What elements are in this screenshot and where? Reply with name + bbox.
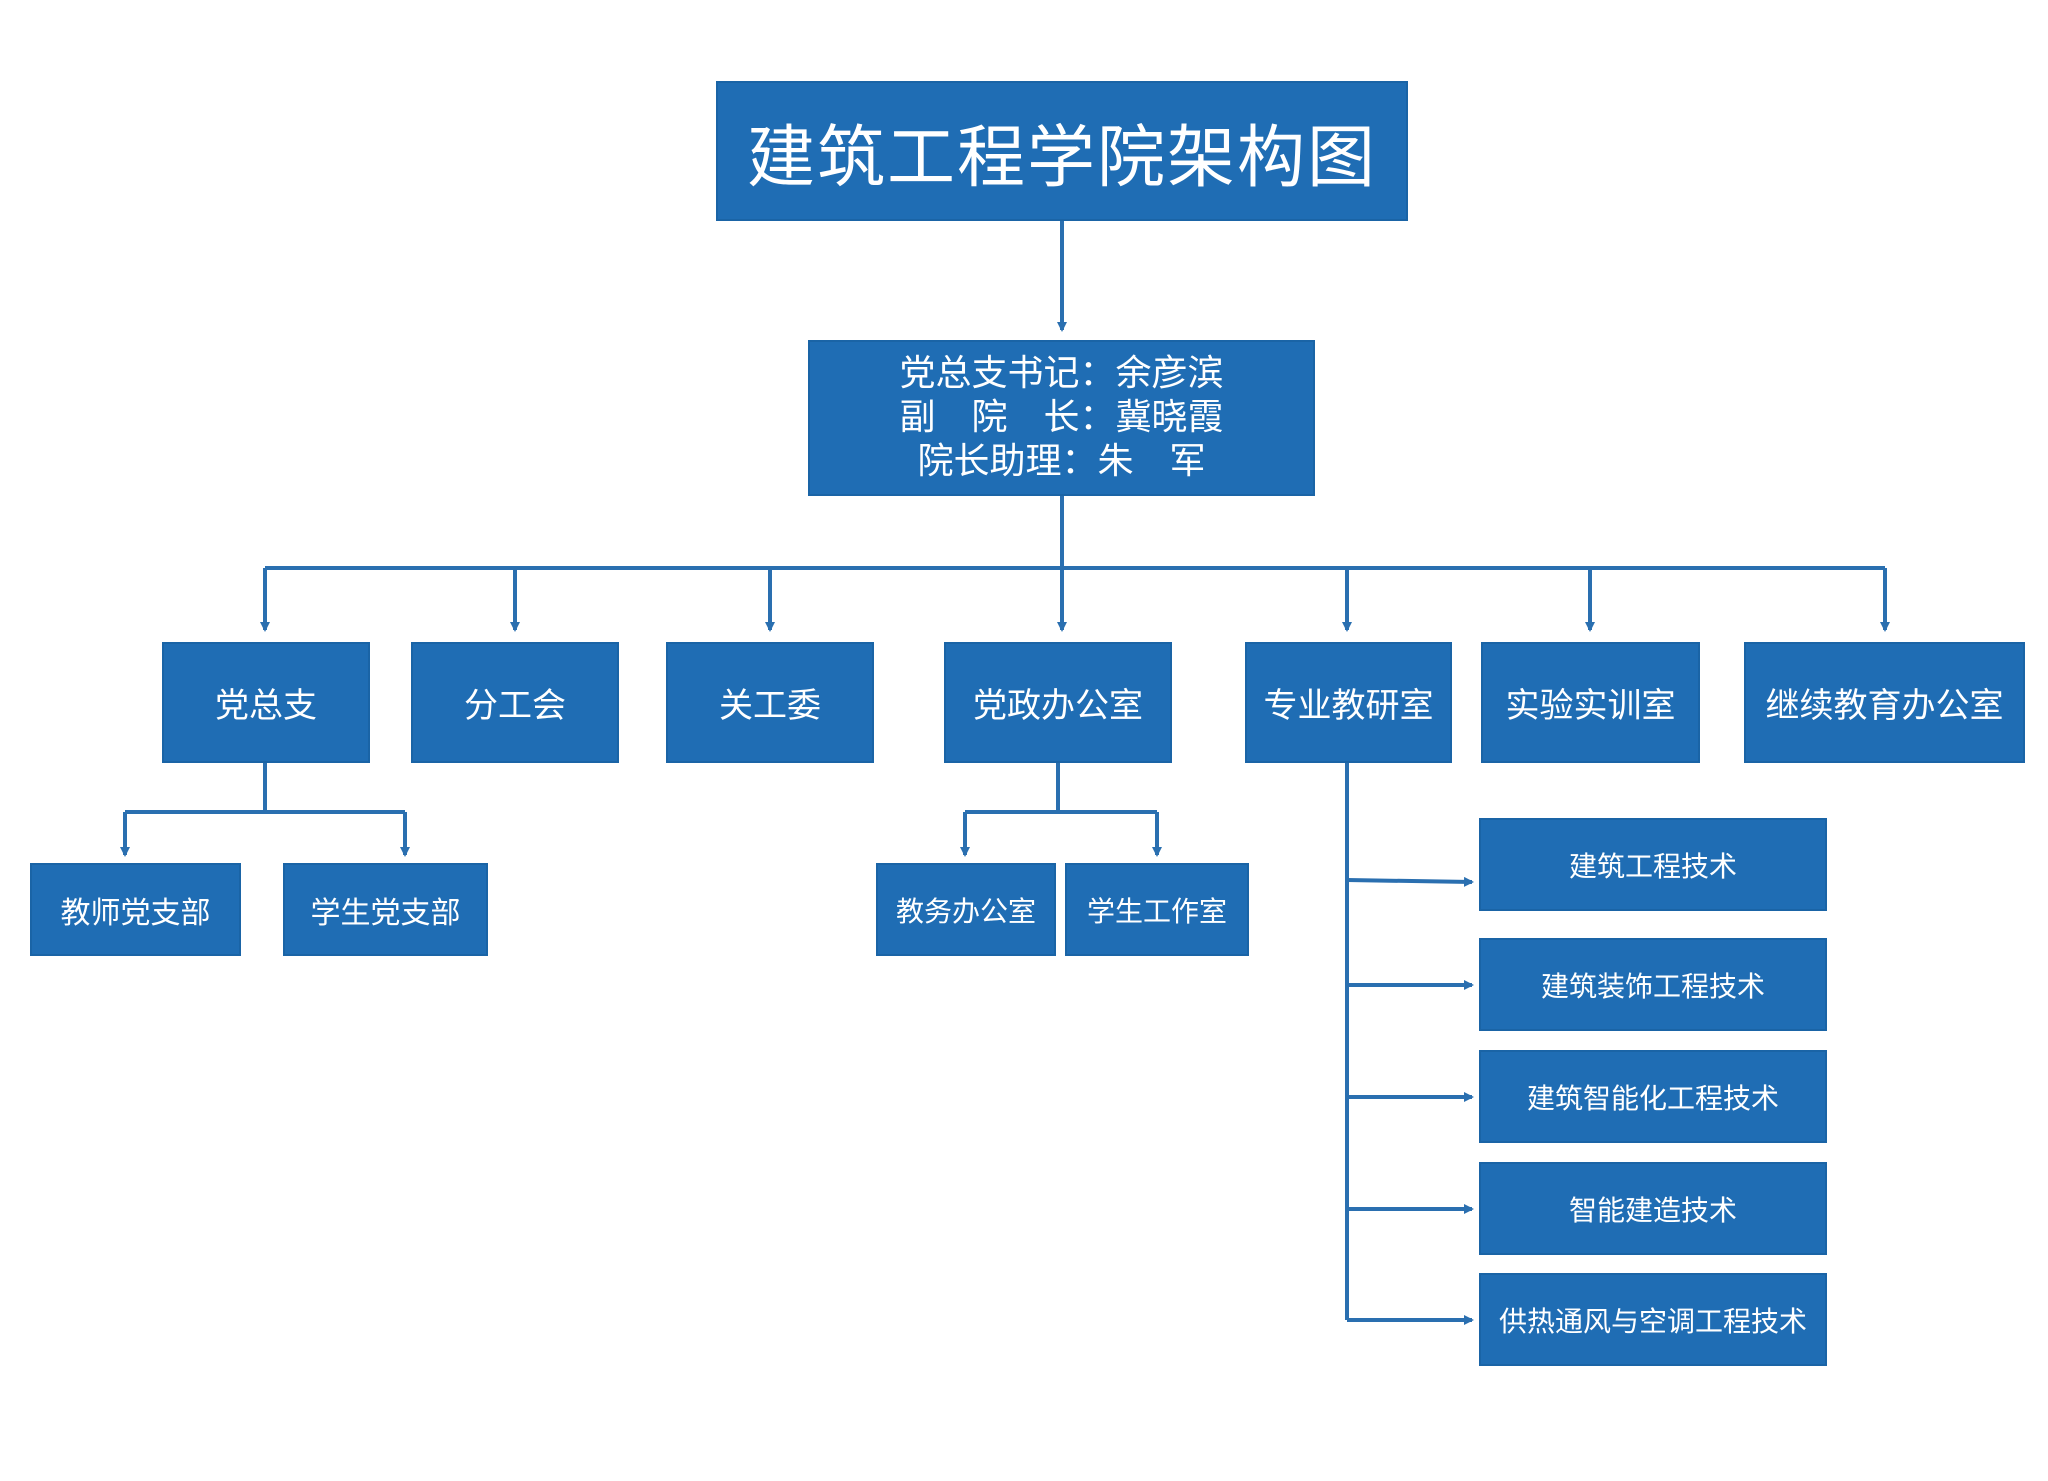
office-unit-label: 学生工作室 <box>1086 894 1227 928</box>
dept-admin-office: 党政办公室 <box>944 642 1172 763</box>
dept-label: 党政办公室 <box>973 686 1143 726</box>
dept-label: 继续教育办公室 <box>1765 686 2004 726</box>
leader-vice-dean: 副 院 长：冀晓霞 <box>899 397 1224 438</box>
dept-label: 分工会 <box>464 686 566 726</box>
office-unit-label: 教务办公室 <box>895 894 1036 928</box>
student-work-office: 学生工作室 <box>1065 863 1249 956</box>
major-branch <box>1346 876 1474 887</box>
teacher-party-branch: 教师党支部 <box>30 863 241 956</box>
branch-label: 教师党支部 <box>60 895 211 931</box>
major-label: 建筑智能化工程技术 <box>1526 1081 1779 1115</box>
leadership-box: 党总支书记：余彦滨 副 院 长：冀晓霞 院长助理：朱 军 <box>808 340 1315 496</box>
major-decoration-engineering: 建筑装饰工程技术 <box>1479 938 1827 1031</box>
major-hvac-engineering: 供热通风与空调工程技术 <box>1479 1273 1827 1366</box>
dept-lab-training: 实验实训室 <box>1481 642 1700 763</box>
major-building-engineering: 建筑工程技术 <box>1479 818 1827 911</box>
major-intelligent-construction: 智能建造技术 <box>1479 1162 1827 1255</box>
major-label: 建筑工程技术 <box>1568 849 1737 883</box>
dept-care-committee: 关工委 <box>666 642 874 763</box>
dept-label: 关工委 <box>719 686 821 726</box>
major-label: 建筑装饰工程技术 <box>1540 969 1765 1003</box>
leader-secretary: 党总支书记：余彦滨 <box>899 353 1224 394</box>
major-label: 供热通风与空调工程技术 <box>1498 1304 1807 1338</box>
academic-affairs-office: 教务办公室 <box>876 863 1056 956</box>
dept-party-general-branch: 党总支 <box>162 642 370 763</box>
major-label: 智能建造技术 <box>1568 1193 1737 1227</box>
branch-label: 学生党支部 <box>310 895 461 931</box>
dept-teaching-research: 专业教研室 <box>1245 642 1452 763</box>
dept-label: 专业教研室 <box>1263 686 1434 726</box>
chart-title: 建筑工程学院架构图 <box>746 118 1377 198</box>
dept-continuing-education: 继续教育办公室 <box>1744 642 2025 763</box>
leader-dean-assistant: 院长助理：朱 军 <box>917 441 1206 482</box>
dept-label: 党总支 <box>215 686 317 726</box>
root-title-box: 建筑工程学院架构图 <box>716 81 1408 221</box>
dept-label: 实验实训室 <box>1505 686 1676 726</box>
dept-trade-union: 分工会 <box>411 642 619 763</box>
student-party-branch: 学生党支部 <box>283 863 488 956</box>
major-intelligent-building: 建筑智能化工程技术 <box>1479 1050 1827 1143</box>
